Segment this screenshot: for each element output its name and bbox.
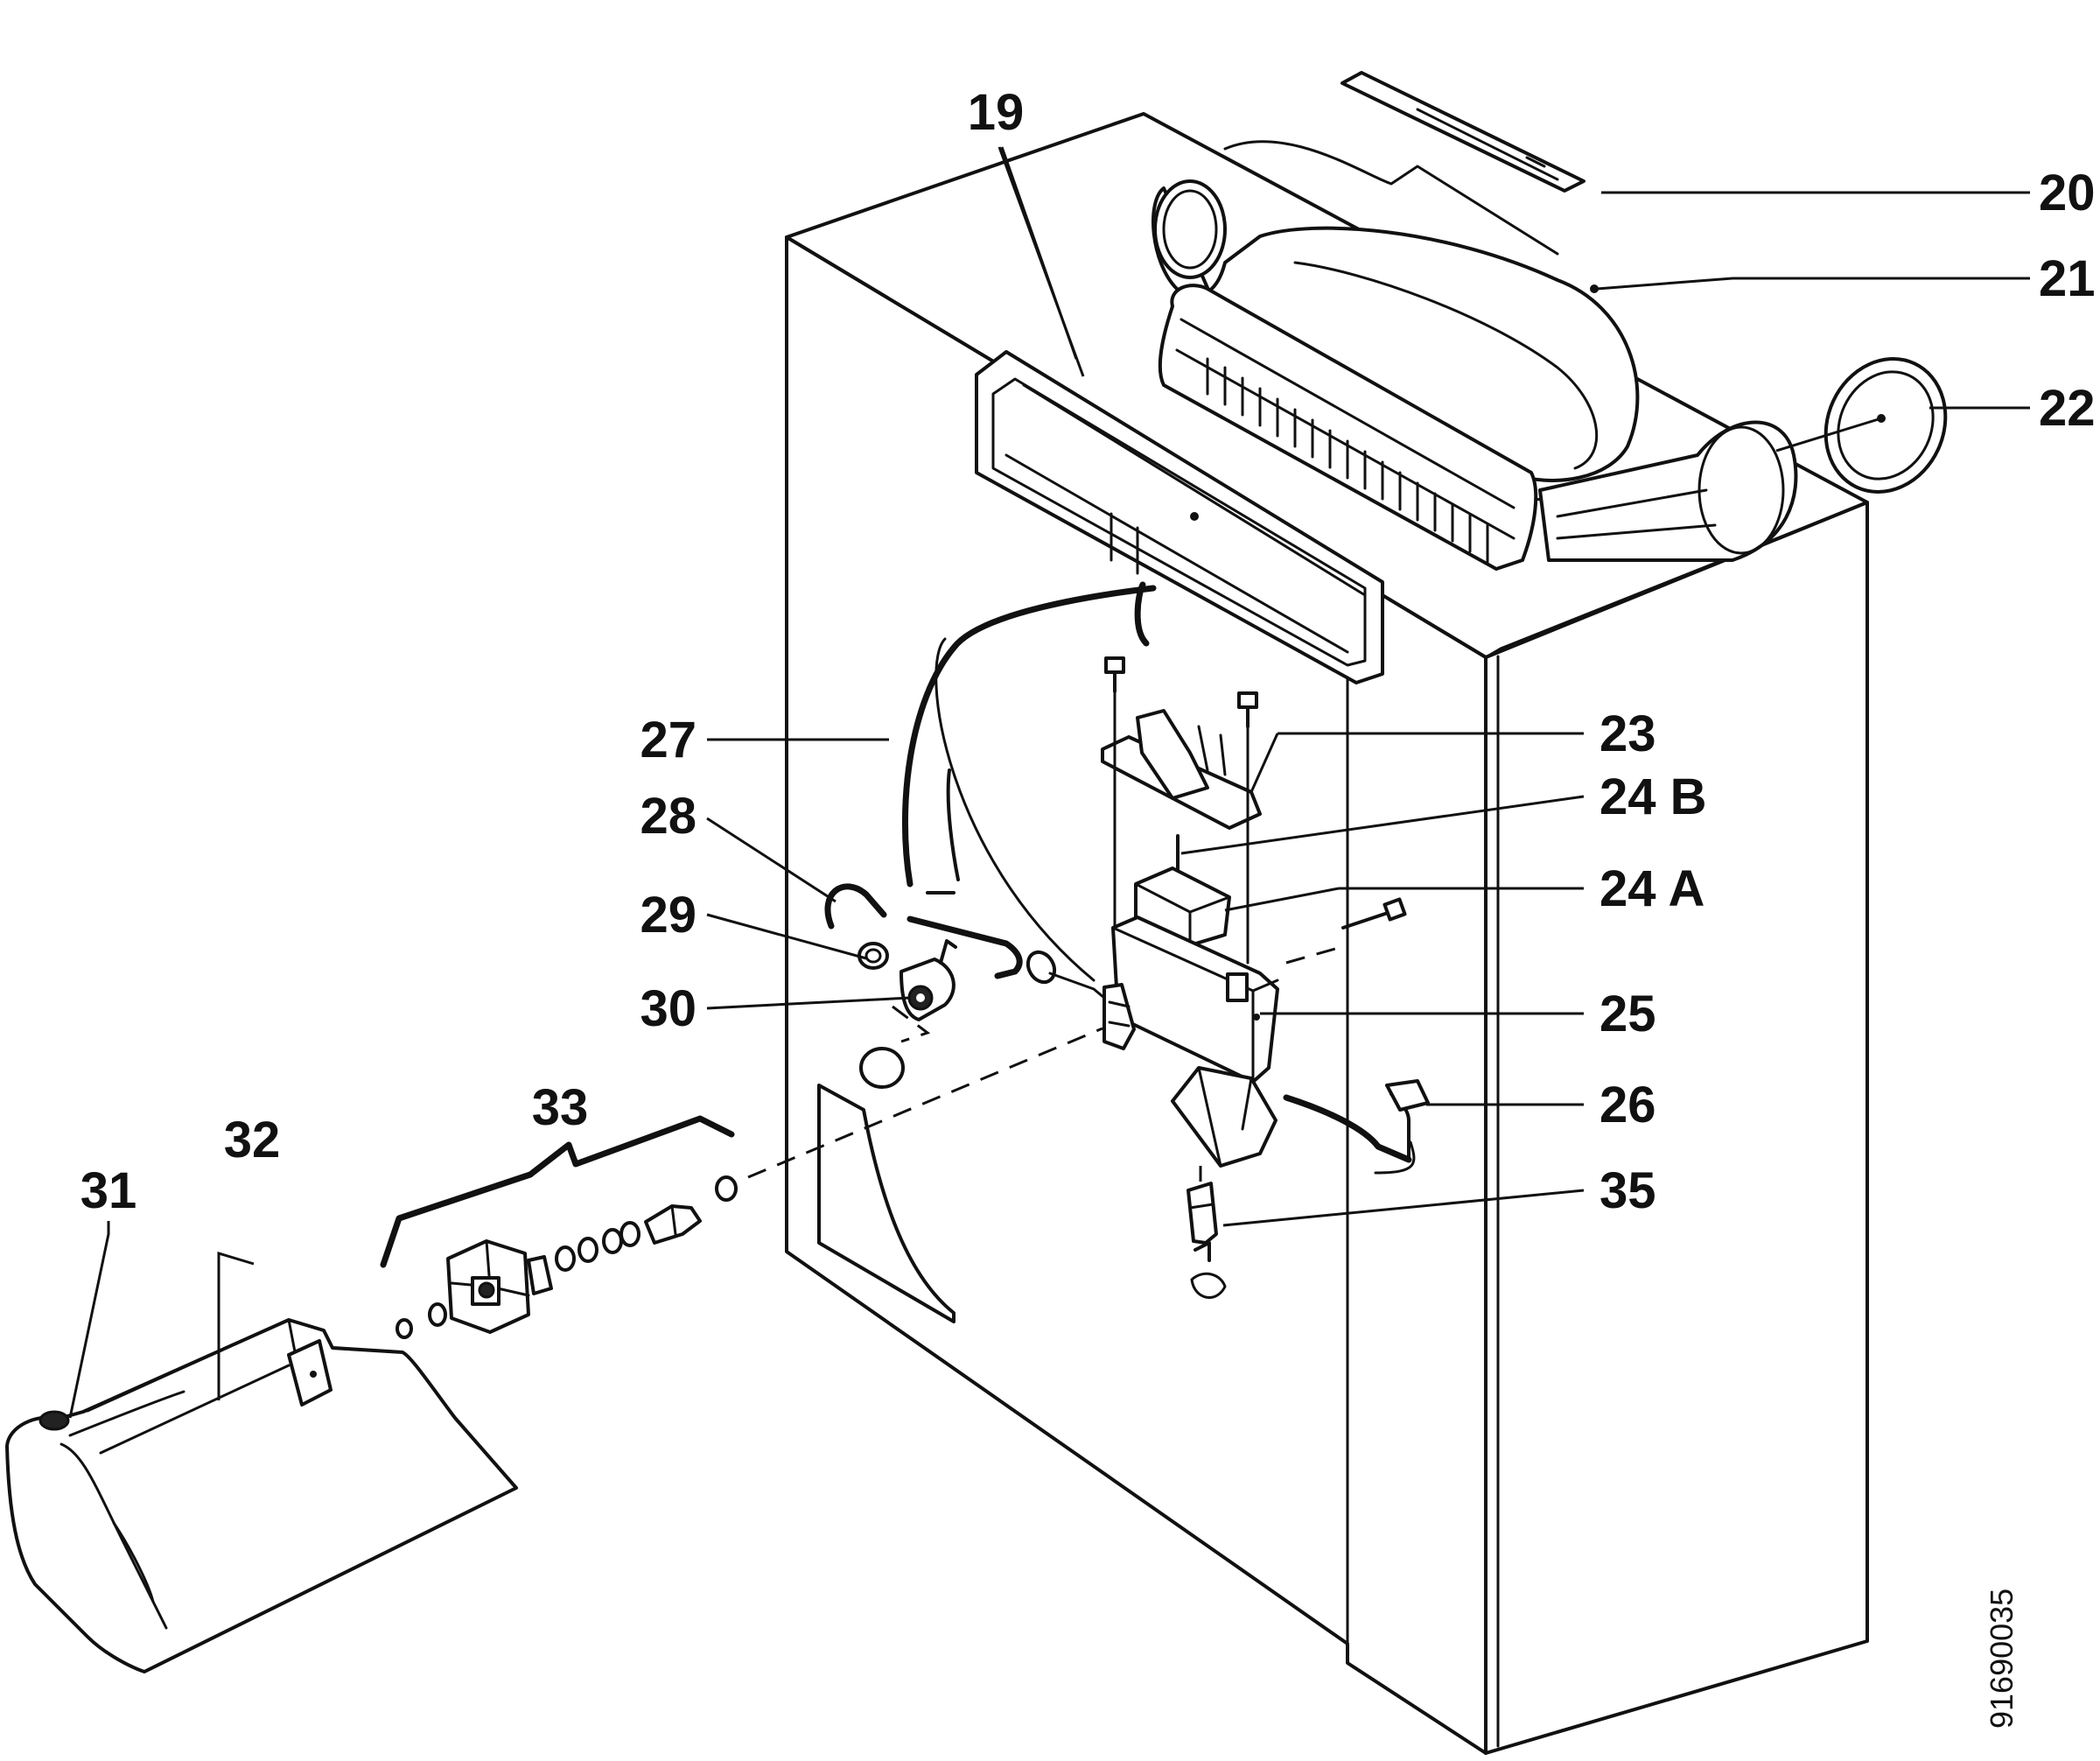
callout-24a: 24 A (1600, 860, 1704, 917)
condensate-hose-27 (901, 581, 1157, 895)
callout-24b: 24 B (1600, 768, 1707, 825)
callout-32: 32 (224, 1112, 281, 1168)
valve-30 (892, 939, 957, 1043)
cabinet-door-outline (817, 1084, 956, 1323)
callout-25: 25 (1600, 986, 1656, 1042)
air-duct-assembly (1158, 284, 1798, 571)
fan-inlet (1153, 179, 1227, 279)
assembly-axis (747, 1027, 1103, 1179)
callout-35: 35 (1600, 1162, 1656, 1219)
leader-lines (68, 146, 2030, 1419)
sealing-ring-22 (1824, 357, 1948, 494)
hose-port-hole (859, 1047, 905, 1089)
callout-29: 29 (640, 887, 696, 944)
gasket-frame-19 (975, 350, 1384, 684)
duct-grille (1206, 357, 1489, 564)
container-cap-31 (38, 1410, 70, 1431)
callout-28: 28 (640, 788, 696, 845)
reservoir-25 (1102, 897, 1407, 1168)
callout-30: 30 (640, 980, 696, 1037)
callout-27: 27 (640, 712, 696, 768)
drain-tube-26 (1283, 1079, 1430, 1175)
filter-plug-35 (1186, 1166, 1227, 1299)
callout-21: 21 (2039, 250, 2096, 307)
water-container-32 (5, 1318, 518, 1673)
nozzle-29 (858, 942, 889, 970)
callout-19: 19 (968, 84, 1025, 141)
container-latch (287, 1339, 332, 1407)
top-strip-20 (1340, 71, 1586, 193)
callout-23: 23 (1600, 705, 1656, 762)
short-hose-28 (824, 883, 1106, 1000)
pump-connector (1102, 983, 1136, 1050)
callout-26: 26 (1600, 1077, 1656, 1133)
cabinet-right-side (1484, 501, 1869, 1755)
callout-22: 22 (2039, 380, 2096, 437)
callout-labels: 19 20 21 22 23 24 B 24 A 25 26 35 27 28 … (80, 84, 2096, 1219)
callout-33-brace (380, 1115, 735, 1268)
pump-assembly-33 (396, 1175, 738, 1339)
callout-33: 33 (532, 1079, 589, 1136)
document-number: 91690035 (1984, 1589, 2020, 1729)
callout-20: 20 (2039, 165, 2096, 221)
hose-clamp (1026, 950, 1057, 985)
callout-31: 31 (80, 1162, 137, 1219)
